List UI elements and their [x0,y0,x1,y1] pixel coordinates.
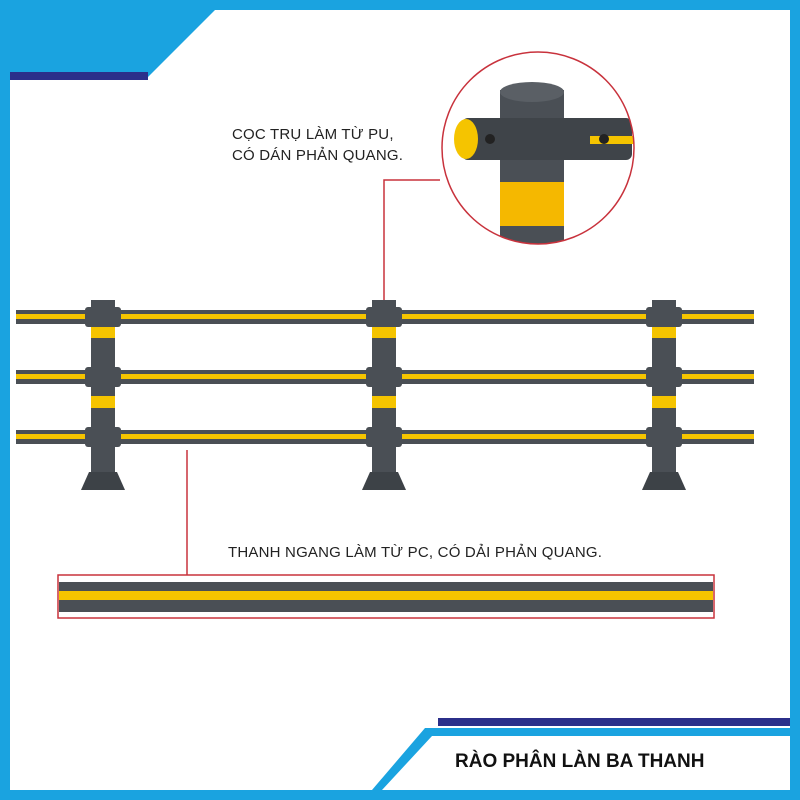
post-callout-line1: CỌC TRỤ LÀM TỪ PU, [232,126,394,143]
post [362,300,406,490]
post-callout-line [383,179,440,300]
post-detail-circle [441,51,635,245]
post [81,300,125,490]
fence [16,300,754,490]
post-callout-text: CỌC TRỤ LÀM TỪ PU, CÓ DÁN PHẢN QUANG. [232,124,403,166]
rail-detail-box [57,574,715,619]
post [642,300,686,490]
product-title: RÀO PHÂN LÀN BA THANH [455,751,705,772]
rail-callout-text: THANH NGANG LÀM TỪ PC, CÓ DẢI PHẢN QUANG… [228,544,603,561]
post-callout-line2: CÓ DÁN PHẢN QUANG. [232,147,404,164]
